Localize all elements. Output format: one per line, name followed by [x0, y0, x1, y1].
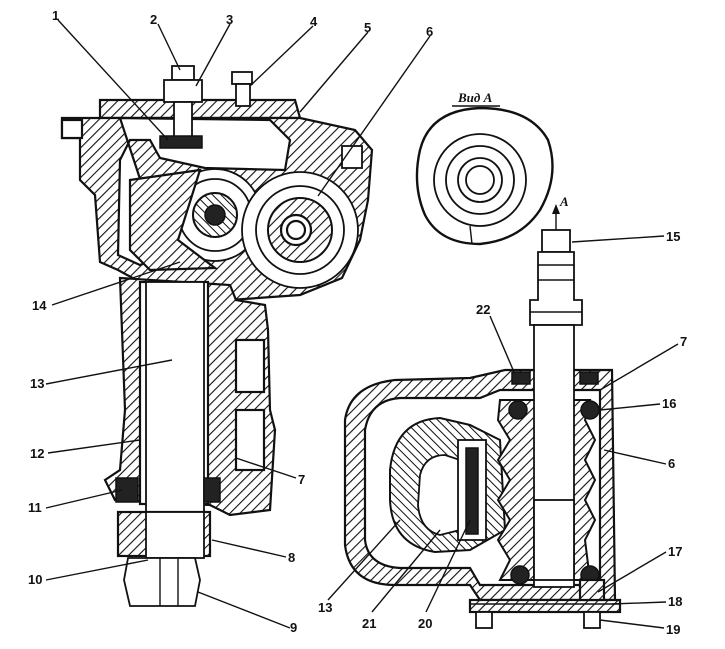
lower-bearing-left: [510, 565, 530, 585]
callout-21: 21: [362, 616, 376, 631]
seal-right: [203, 477, 221, 503]
filler-plug: [231, 71, 253, 85]
callout-9: 9: [290, 620, 297, 635]
callout-7-left: 7: [298, 472, 305, 487]
arrow-a-label: А: [559, 194, 569, 209]
view-a-bore: [465, 165, 495, 195]
callout-14: 14: [32, 298, 47, 313]
callout-16: 16: [662, 396, 676, 411]
sector-gear-inner: [417, 454, 461, 536]
callout-5: 5: [364, 20, 371, 35]
callout-7-right: 7: [680, 334, 687, 349]
sector-bore-inner: [285, 219, 307, 241]
lower-shaft-end: [145, 511, 205, 559]
callout-18: 18: [668, 594, 682, 609]
filler-plug-body: [235, 83, 251, 107]
callout-22: 22: [476, 302, 490, 317]
housing-cavity: [116, 116, 292, 267]
callout-11: 11: [28, 500, 42, 515]
callout-labels: 1 2 3 4 5 6 14 13 12 11 10 9 8 7 15 22 7…: [28, 8, 687, 637]
sector-shaft: [145, 281, 205, 553]
adjust-head: [159, 135, 203, 149]
worm-center: [204, 204, 226, 226]
bottom-nut: [123, 557, 201, 607]
upper-seal-left: [511, 371, 531, 385]
callout-6-left: 6: [426, 24, 433, 39]
callout-8: 8: [288, 550, 295, 565]
upper-bearing-left: [508, 400, 528, 420]
callout-6-right: 6: [668, 456, 675, 471]
bottom-nut-right: [578, 578, 606, 602]
leader-lines: [45, 19, 679, 629]
bottom-bolt-left: [475, 611, 493, 629]
bottom-cover: [468, 598, 622, 614]
view-a-detail: Вид А: [415, 90, 554, 246]
callout-13-right: 13: [318, 600, 332, 615]
right-section-view: А: [343, 194, 622, 629]
input-shaft-spline: [529, 251, 583, 326]
roller: [465, 447, 479, 535]
column-window-2: [234, 408, 266, 472]
plug-right: [341, 145, 363, 169]
callout-15: 15: [666, 229, 680, 244]
callout-4: 4: [310, 14, 318, 29]
left-section-view: [60, 65, 374, 607]
adjust-screw: [171, 65, 195, 81]
callout-12: 12: [30, 446, 44, 461]
view-a-title: Вид А: [457, 90, 493, 105]
worm-shaft-lower: [533, 499, 575, 581]
callout-19: 19: [666, 622, 680, 637]
column-window-1: [234, 338, 266, 394]
bottom-bolt-right: [583, 611, 601, 629]
lock-nut: [163, 79, 203, 103]
callout-1: 1: [52, 8, 59, 23]
sector-arm: [128, 168, 219, 272]
callout-2: 2: [150, 12, 157, 27]
input-shaft-top: [541, 229, 571, 253]
mount-lug: [60, 118, 84, 140]
callout-10: 10: [28, 572, 42, 587]
upper-seal-right: [579, 371, 599, 385]
view-a-outline: [415, 106, 554, 246]
callout-20: 20: [418, 616, 432, 631]
callout-3: 3: [226, 12, 233, 27]
callout-17: 17: [668, 544, 682, 559]
callout-13-left: 13: [30, 376, 44, 391]
seal-left: [115, 477, 139, 503]
upper-bearing-right: [580, 400, 600, 420]
